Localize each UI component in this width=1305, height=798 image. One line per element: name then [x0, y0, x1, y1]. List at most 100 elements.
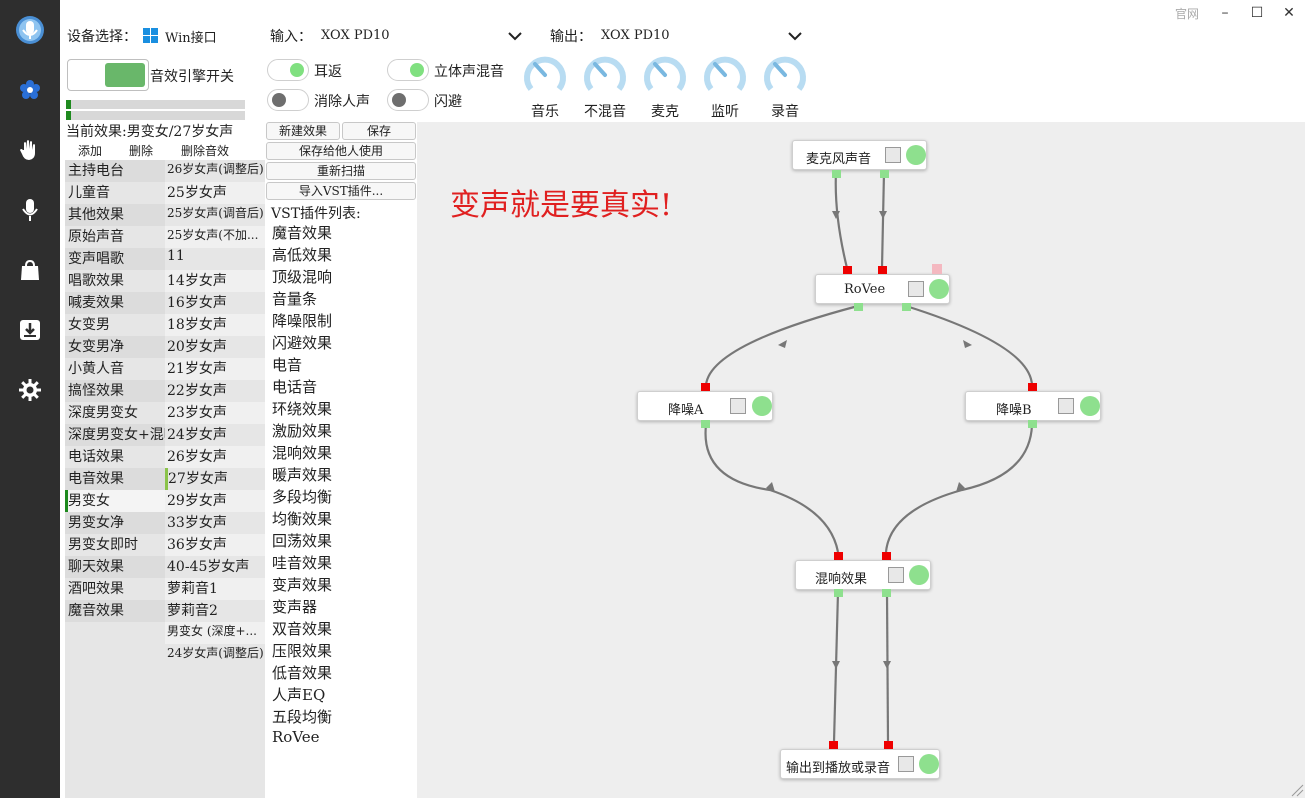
vst-plugin-item[interactable]: 低音效果 [272, 664, 333, 682]
input-port[interactable] [829, 741, 838, 749]
vst-plugin-item[interactable]: 激励效果 [272, 422, 333, 440]
node-status-indicator[interactable] [919, 754, 939, 774]
vocal-remove-toggle[interactable] [267, 89, 309, 111]
vst-plugin-item[interactable]: 闪避效果 [272, 334, 333, 352]
effect-preset-item[interactable]: 40-45岁女声 [167, 559, 250, 575]
graph-node-output[interactable]: 输出到播放或录音 [780, 749, 940, 779]
effect-preset-item[interactable]: 11 [167, 248, 185, 264]
effect-preset-item[interactable]: 20岁女声 [167, 339, 227, 355]
delete-effect-button[interactable]: 删除 [129, 144, 154, 158]
input-port[interactable] [884, 741, 893, 749]
vst-plugin-item[interactable]: 顶级混响 [272, 268, 333, 286]
volume-knob[interactable] [521, 51, 569, 99]
delete-sound-button[interactable]: 删除音效 [181, 144, 230, 158]
ducking-toggle[interactable] [387, 89, 429, 111]
effect-preset-item[interactable]: 萝莉音1 [165, 578, 265, 600]
add-effect-button[interactable]: 添加 [78, 144, 103, 158]
device-value[interactable]: Win接口 [165, 31, 217, 46]
node-status-indicator[interactable] [1080, 396, 1100, 416]
vst-plugin-item[interactable]: 人声EQ [272, 686, 326, 704]
effect-category-item[interactable]: 男变女即时 [68, 537, 138, 553]
effect-category-item[interactable]: 深度男变女+混响 [65, 424, 165, 446]
effect-category-item[interactable]: 唱歌效果 [68, 273, 124, 289]
effect-preset-item[interactable]: 24岁女声 [167, 427, 227, 443]
equalizer-icon[interactable] [885, 147, 901, 163]
input-port[interactable] [834, 552, 843, 560]
vst-plugin-item[interactable]: 均衡效果 [272, 510, 333, 528]
volume-knob[interactable] [641, 51, 689, 99]
effect-preset-item[interactable]: 22岁女声 [167, 383, 227, 399]
vst-plugin-item[interactable]: 哇音效果 [272, 554, 333, 572]
effect-category-item[interactable]: 搞怪效果 [65, 380, 165, 402]
effect-category-item[interactable]: 深度男变女 [68, 405, 138, 421]
output-port[interactable] [1028, 420, 1037, 428]
effect-category-item[interactable]: 喊麦效果 [65, 292, 165, 314]
output-port[interactable] [832, 170, 841, 178]
equalizer-icon[interactable] [888, 567, 904, 583]
effect-category-item[interactable]: 主持电台 [65, 160, 165, 182]
vst-plugin-item[interactable]: 音量条 [272, 290, 318, 308]
vst-plugin-item[interactable]: 双音效果 [272, 620, 333, 638]
vst-plugin-item[interactable]: 变声效果 [272, 576, 333, 594]
graph-node-denoise-b[interactable]: 降噪B [965, 391, 1101, 421]
resize-grip-icon[interactable] [1290, 783, 1304, 797]
save-button[interactable]: 保存 [342, 122, 416, 140]
input-port[interactable] [878, 266, 887, 274]
new-effect-button[interactable]: 新建效果 [266, 122, 340, 140]
save-for-others-button[interactable]: 保存给他人使用 [266, 142, 416, 160]
volume-knob[interactable] [761, 51, 809, 99]
output-port[interactable] [880, 170, 889, 178]
effect-category-item[interactable]: 原始声音 [68, 229, 124, 245]
vst-plugin-item[interactable]: 五段均衡 [272, 708, 333, 726]
microphone-icon[interactable] [0, 190, 60, 230]
volume-knob[interactable] [581, 51, 629, 99]
download-icon[interactable] [0, 310, 60, 350]
output-port[interactable] [902, 303, 911, 311]
effect-category-item[interactable]: 酒吧效果 [68, 581, 124, 597]
gear-icon[interactable] [0, 370, 60, 410]
effect-category-item[interactable]: 男变女净 [65, 512, 165, 534]
effect-category-item[interactable]: 男变女 [65, 490, 165, 512]
hand-wave-icon[interactable] [0, 130, 60, 170]
effect-preset-item[interactable]: 26岁女声 [165, 446, 265, 468]
effect-preset-item[interactable]: 25岁女声(调音后) [167, 206, 264, 220]
effect-category-item[interactable]: 儿童音 [68, 185, 110, 201]
vst-plugin-item[interactable]: 环绕效果 [272, 400, 333, 418]
engine-switch[interactable] [67, 59, 149, 91]
node-status-indicator[interactable] [906, 145, 926, 165]
monitor-toggle[interactable] [267, 59, 309, 81]
volume-knob[interactable] [701, 51, 749, 99]
import-vst-button[interactable]: 导入VST插件... [266, 182, 416, 200]
effect-category-item[interactable]: 女变男 [68, 317, 110, 333]
effect-category-item[interactable]: 魔音效果 [65, 600, 165, 622]
rescan-button[interactable]: 重新扫描 [266, 162, 416, 180]
minimize-button[interactable]: – [1221, 5, 1229, 21]
microphone-logo-icon[interactable] [0, 10, 60, 50]
vst-plugin-item[interactable]: 暖声效果 [272, 466, 333, 484]
vst-plugin-item[interactable]: 魔音效果 [272, 224, 333, 242]
vst-plugin-item[interactable]: RoVee [272, 728, 320, 746]
vst-plugin-item[interactable]: 高低效果 [272, 246, 333, 264]
node-status-indicator[interactable] [929, 279, 949, 299]
output-port[interactable] [882, 589, 891, 597]
graph-node-denoise-a[interactable]: 降噪A [637, 391, 773, 421]
effect-category-item[interactable]: 电音效果 [65, 468, 165, 490]
input-device-select[interactable]: XOX PD10 [321, 28, 390, 43]
effect-preset-item[interactable]: 29岁女声 [165, 490, 265, 512]
maximize-button[interactable]: ☐ [1250, 5, 1264, 21]
vst-plugin-item[interactable]: 降噪限制 [272, 312, 333, 330]
output-device-select[interactable]: XOX PD10 [601, 28, 670, 43]
graph-node-reverb[interactable]: 混响效果 [795, 560, 931, 590]
vst-plugin-item[interactable]: 电话音 [272, 378, 318, 396]
effect-category-item[interactable]: 女变男净 [65, 336, 165, 358]
effect-preset-item[interactable]: 25岁女声(不加... [165, 226, 265, 248]
effect-preset-item[interactable]: 24岁女声(调整后) [167, 646, 264, 660]
graph-node-rovee[interactable]: RoVee [815, 274, 950, 304]
equalizer-icon[interactable] [1058, 398, 1074, 414]
vst-plugin-item[interactable]: 变声器 [272, 598, 318, 616]
input-port[interactable] [843, 266, 852, 274]
effect-category-item[interactable]: 电话效果 [68, 449, 124, 465]
vst-plugin-item[interactable]: 混响效果 [272, 444, 333, 462]
effect-category-item[interactable]: 变声唱歌 [65, 248, 165, 270]
equalizer-icon[interactable] [898, 756, 914, 772]
